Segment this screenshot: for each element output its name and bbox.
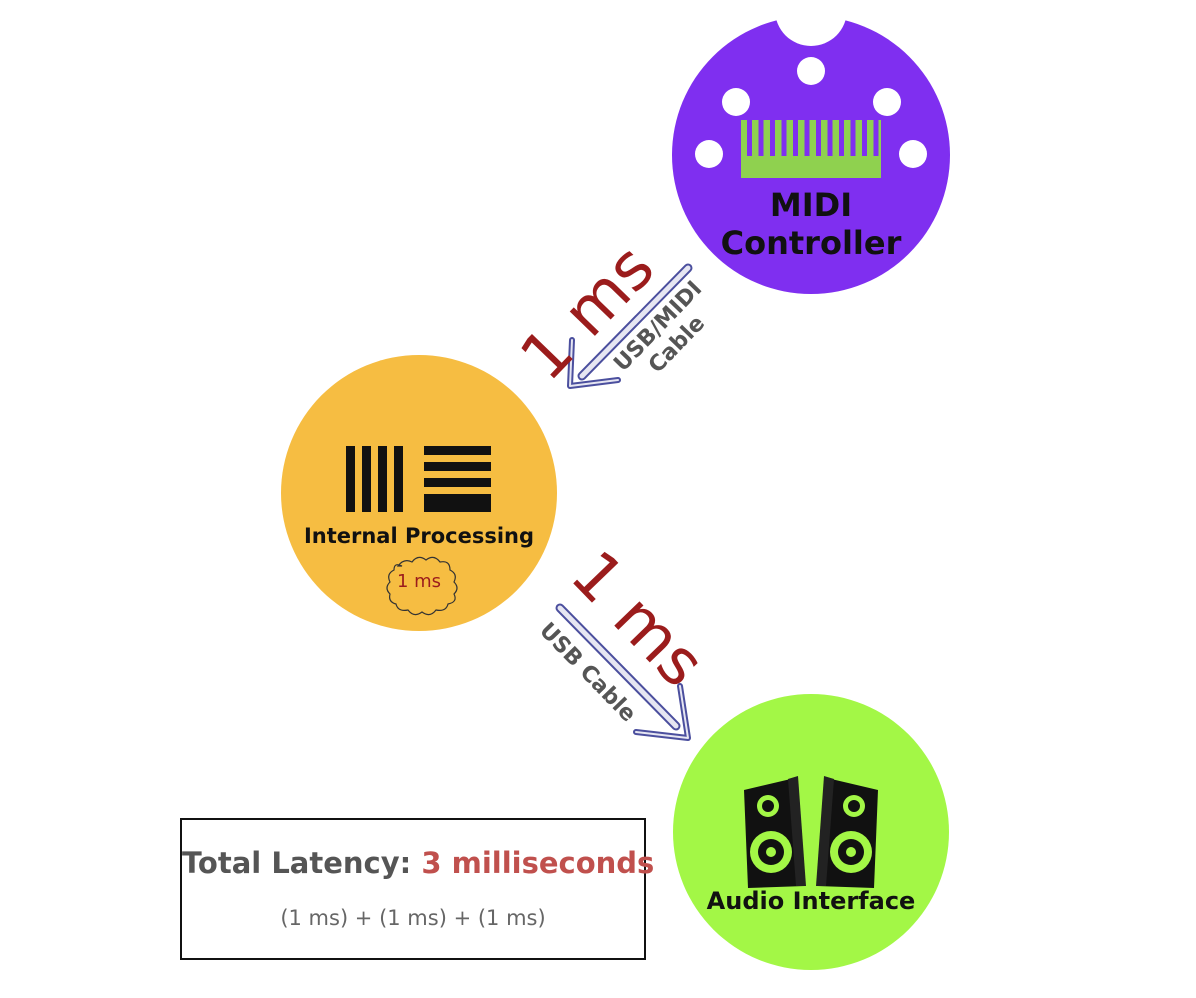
internal-processing-node: [281, 355, 557, 631]
arrow-midi-to-processing: [567, 263, 693, 389]
midi-pin-icon: [899, 140, 927, 168]
internal-processing-label: Internal Processing: [303, 524, 535, 548]
audio-interface-node: [673, 694, 949, 970]
total-latency-line: Total Latency: 3 milliseconds: [182, 846, 654, 880]
midi-label-line1: MIDI: [769, 186, 853, 224]
total-latency-value: 3 milliseconds: [421, 846, 655, 880]
midi-pin-icon: [873, 88, 901, 116]
midi-notch-icon: [775, 0, 847, 46]
midi-pin-icon: [695, 140, 723, 168]
cloud-badge-icon: [386, 556, 458, 616]
arrow-processing-to-audio: [555, 603, 691, 741]
processing-latency-badge: 1 ms: [396, 571, 442, 592]
total-latency-label: Total Latency:: [182, 846, 412, 880]
midi-controller-label: MIDI Controller: [690, 186, 932, 262]
piano-keys-icon: [741, 120, 881, 178]
midi-pin-icon: [722, 88, 750, 116]
audio-interface-label: Audio Interface: [706, 887, 916, 915]
latency-formula: (1 ms) + (1 ms) + (1 ms): [280, 906, 546, 930]
speakers-icon: [744, 776, 878, 888]
midi-label-line2: Controller: [720, 224, 902, 262]
total-latency-box: Total Latency: 3 milliseconds (1 ms) + (…: [180, 818, 654, 960]
midi-pin-icon: [797, 57, 825, 85]
ableton-logo-icon: [346, 446, 491, 512]
